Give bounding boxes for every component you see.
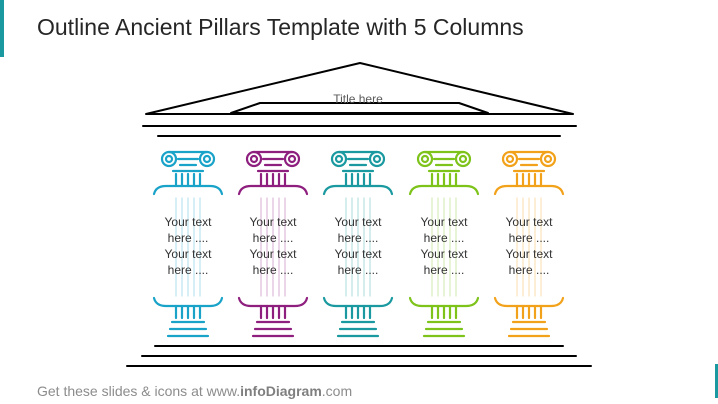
volute-scroll [164, 154, 174, 164]
column-text-line: here .... [167, 231, 209, 245]
footer-credit[interactable]: Get these slides & icons at www.infoDiag… [37, 383, 352, 399]
column-text-line: Your text [505, 215, 553, 229]
pillar-4 [408, 150, 480, 338]
volute-scroll [198, 150, 216, 168]
column-5-text[interactable]: Your text here .... Your text here .... [491, 214, 567, 278]
footer-brand: infoDiagram [240, 383, 322, 399]
volute-scroll [454, 150, 472, 168]
column-3-text[interactable]: Your text here .... Your text here .... [320, 214, 396, 278]
column-text-line: here .... [508, 231, 550, 245]
volute-scroll [245, 150, 263, 168]
column-text-line: Your text [164, 215, 212, 229]
volute-scroll [368, 150, 386, 168]
pillar-1 [152, 150, 224, 338]
volute-scroll [505, 154, 515, 164]
column-4-text[interactable]: Your text here .... Your text here .... [406, 214, 482, 278]
column-text-line: Your text [505, 247, 553, 261]
pillar-5 [493, 150, 565, 338]
column-text-line: here .... [252, 231, 294, 245]
column-text-line: Your text [249, 215, 297, 229]
volute-scroll [283, 150, 301, 168]
temple-title[interactable]: Title here [333, 92, 383, 106]
volute-scroll [202, 154, 212, 164]
capital-echinus [152, 184, 224, 196]
volute-scroll [420, 154, 430, 164]
volute-scroll [416, 150, 434, 168]
base-torus [237, 296, 309, 308]
capital-echinus [493, 184, 565, 196]
base-torus [322, 296, 394, 308]
column-text-line: Your text [249, 247, 297, 261]
capital-echinus [408, 184, 480, 196]
left-accent-bar [0, 0, 4, 57]
column-text-line: here .... [167, 263, 209, 277]
volute-scroll [543, 154, 553, 164]
column-text-line: here .... [508, 263, 550, 277]
column-2-text[interactable]: Your text here .... Your text here .... [235, 214, 311, 278]
slide-title[interactable]: Outline Ancient Pillars Template with 5 … [37, 14, 524, 40]
column-text-line: here .... [337, 263, 379, 277]
volute-scroll [330, 150, 348, 168]
right-accent-bar [715, 364, 718, 398]
column-text-line: Your text [164, 247, 212, 261]
pillar-2 [237, 150, 309, 338]
volute-scroll [501, 150, 519, 168]
capital-echinus [322, 184, 394, 196]
column-1-text[interactable]: Your text here .... Your text here .... [150, 214, 226, 278]
pediment-inner-frame [230, 102, 489, 114]
column-text-line: Your text [420, 215, 468, 229]
column-text-line: here .... [423, 263, 465, 277]
volute-scroll [458, 154, 468, 164]
column-text-line: Your text [334, 247, 382, 261]
pediment-roof [145, 62, 574, 115]
volute-scroll [334, 154, 344, 164]
volute-scroll [160, 150, 178, 168]
base-torus [408, 296, 480, 308]
footer-prefix: Get these slides & icons at www. [37, 383, 241, 399]
volute-scroll [287, 154, 297, 164]
volute-scroll [539, 150, 557, 168]
base-torus [152, 296, 224, 308]
volute-scroll [249, 154, 259, 164]
base-torus [493, 296, 565, 308]
column-text-line: Your text [334, 215, 382, 229]
column-text-line: here .... [423, 231, 465, 245]
capital-echinus [237, 184, 309, 196]
volute-scroll [372, 154, 382, 164]
pillar-3 [322, 150, 394, 338]
column-text-line: Your text [420, 247, 468, 261]
column-text-line: here .... [252, 263, 294, 277]
column-text-line: here .... [337, 231, 379, 245]
footer-suffix: .com [321, 383, 353, 399]
